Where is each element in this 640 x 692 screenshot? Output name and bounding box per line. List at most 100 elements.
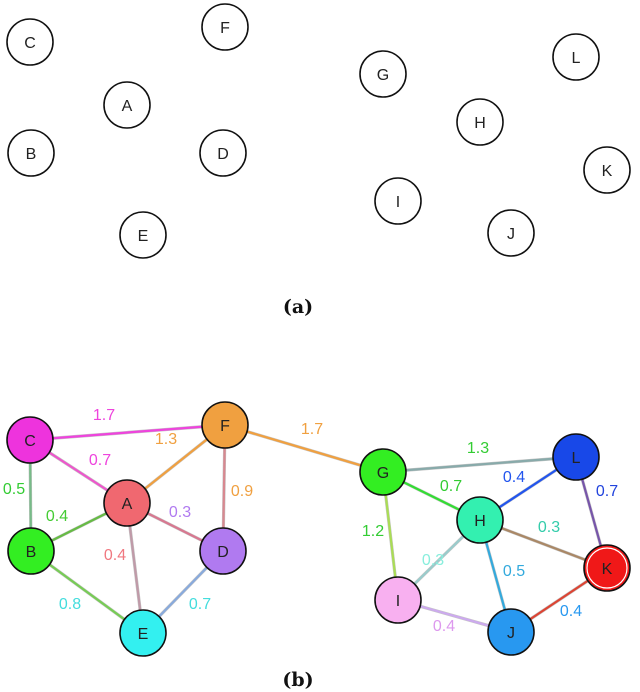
node-circle	[201, 3, 249, 51]
node-circle	[583, 544, 631, 592]
node-circle	[374, 177, 422, 225]
node-circle	[359, 448, 407, 496]
edge-weight-label: 0.4	[46, 508, 68, 525]
edge-c-f	[29, 423, 226, 442]
node-circle	[359, 50, 407, 98]
node-label: B	[26, 544, 37, 561]
node-circle	[199, 527, 247, 575]
panel-a-caption: (a)	[283, 296, 313, 318]
edge-weight-label: 0.8	[59, 596, 81, 613]
edge-line	[29, 423, 226, 442]
node-i: I	[374, 177, 422, 225]
node-circle	[201, 401, 249, 449]
node-e: E	[119, 609, 167, 657]
node-d: D	[199, 527, 247, 575]
edge-weight-label: 0.7	[189, 596, 211, 613]
node-label: E	[138, 228, 149, 245]
node-circle	[199, 129, 247, 177]
edge-weight-label: 0.3	[538, 519, 560, 536]
node-label: H	[474, 513, 486, 530]
node-b: B	[7, 129, 55, 177]
node-i: I	[374, 576, 422, 624]
edge-weight-label: 1.7	[93, 407, 115, 424]
node-label: B	[26, 146, 37, 163]
node-circle	[456, 496, 504, 544]
node-label: D	[217, 146, 229, 163]
node-circle	[7, 527, 55, 575]
node-label: D	[217, 544, 229, 561]
node-f: F	[201, 401, 249, 449]
node-circle	[119, 211, 167, 259]
node-c: C	[6, 18, 54, 66]
node-label: I	[396, 593, 400, 610]
node-label: K	[602, 163, 613, 180]
edge-weight-label: 0.4	[433, 618, 455, 635]
node-circle	[103, 81, 151, 129]
node-l: L	[552, 33, 600, 81]
edge-weight-label: 0.3	[422, 552, 444, 569]
node-label: C	[24, 433, 36, 450]
node-label: K	[602, 561, 613, 578]
node-highlight-ring	[586, 547, 628, 589]
node-f: F	[201, 3, 249, 51]
node-e: E	[119, 211, 167, 259]
panel-b-edges	[28, 423, 609, 635]
edge-g-l	[382, 455, 577, 474]
edge-weight-label: 0.4	[560, 603, 582, 620]
node-label: I	[396, 194, 400, 211]
node-l: L	[552, 433, 600, 481]
node-circle	[103, 479, 151, 527]
node-label: L	[572, 50, 581, 67]
node-a: A	[103, 81, 151, 129]
edge-weight-label: 0.7	[440, 478, 462, 495]
node-d: D	[199, 129, 247, 177]
node-label: G	[377, 465, 389, 482]
node-a: A	[103, 479, 151, 527]
node-label: J	[507, 625, 515, 642]
node-b: B	[7, 527, 55, 575]
node-circle	[552, 433, 600, 481]
edge-weight-label: 0.7	[89, 452, 111, 469]
edge-weight-label: 1.3	[467, 440, 489, 457]
edge-weight-label: 0.9	[231, 483, 253, 500]
edge-weight-label: 0.3	[169, 504, 191, 521]
node-label: A	[122, 496, 133, 513]
node-k: K	[583, 544, 631, 592]
node-circle	[119, 609, 167, 657]
edge-weight-label: 1.3	[155, 431, 177, 448]
node-j: J	[487, 608, 535, 656]
node-circle	[583, 146, 631, 194]
node-label: F	[220, 20, 230, 37]
node-k: K	[583, 146, 631, 194]
node-circle	[374, 576, 422, 624]
node-label: C	[24, 35, 36, 52]
edge-line	[382, 455, 577, 474]
node-circle	[487, 608, 535, 656]
node-label: J	[507, 226, 515, 243]
node-h: H	[456, 496, 504, 544]
edge-f-g	[224, 423, 384, 474]
node-g: G	[359, 50, 407, 98]
node-label: A	[122, 98, 133, 115]
node-circle	[7, 129, 55, 177]
edge-weight-label: 0.4	[503, 469, 525, 486]
edge-weight-label: 0.7	[596, 483, 618, 500]
edge-weight-label: 1.2	[362, 523, 384, 540]
panel-b-nodes: C F A B D E G L H K I J	[6, 401, 631, 657]
edge-weight-label: 0.5	[3, 481, 25, 498]
node-circle	[456, 98, 504, 146]
edge-weight-label: 0.4	[104, 547, 126, 564]
node-circle	[487, 209, 535, 257]
edge-weight-label: 0.5	[503, 563, 525, 580]
node-label: L	[572, 450, 581, 467]
node-label: E	[138, 626, 149, 643]
node-label: G	[377, 67, 389, 84]
node-label: F	[220, 418, 230, 435]
node-circle	[6, 416, 54, 464]
node-c: C	[6, 416, 54, 464]
